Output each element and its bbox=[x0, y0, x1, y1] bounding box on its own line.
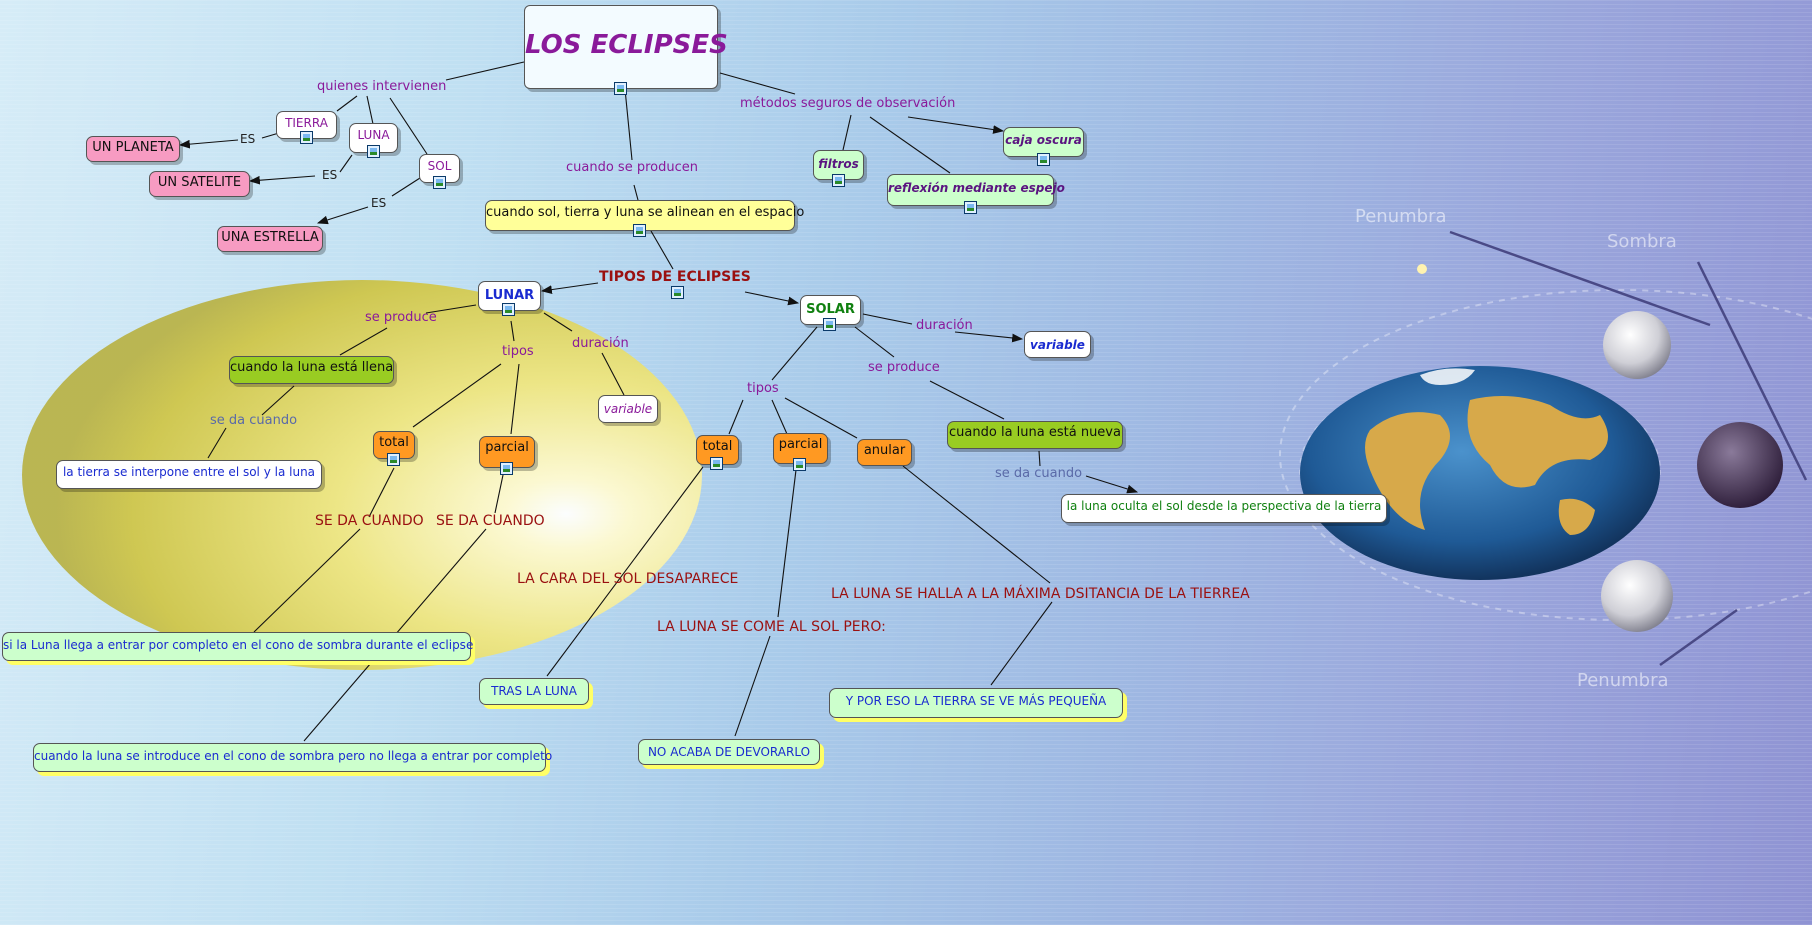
link-es-satelite: ES bbox=[322, 168, 338, 182]
node-tierra-interpone-label: la tierra se interpone entre el sol y la… bbox=[62, 465, 316, 479]
link-se-da-cuando-lunar: se da cuando bbox=[210, 413, 298, 428]
node-caja-oscura[interactable]: caja oscura bbox=[1003, 127, 1084, 157]
node-tierra-label: TIERRA bbox=[285, 116, 328, 130]
node-parcial-lunar-label: parcial bbox=[485, 440, 529, 455]
node-parcial-solar-label: parcial bbox=[778, 437, 823, 452]
earth-illustration bbox=[1279, 289, 1812, 621]
node-total-solar-label: total bbox=[702, 439, 733, 454]
node-mas-pequena-label: Y POR ESO LA TIERRA SE VE MÁS PEQUEÑA bbox=[845, 694, 1107, 708]
node-solar-label: SOLAR bbox=[806, 302, 855, 317]
image-icon[interactable] bbox=[710, 457, 723, 470]
page-title: LOS ECLIPSES bbox=[525, 30, 728, 60]
node-luna-llena-label: cuando la luna está llena bbox=[230, 360, 394, 375]
node-variable-lunar-label: variable bbox=[603, 402, 653, 416]
node-alinean-label: cuando sol, tierra y luna se alinean en … bbox=[486, 205, 805, 220]
resource-icon[interactable] bbox=[614, 82, 627, 95]
resource-icon[interactable] bbox=[502, 303, 515, 316]
link-tipos-de-eclipses: TIPOS DE ECLIPSES bbox=[599, 269, 751, 285]
heading-come-sol: LA LUNA SE COME AL SOL PERO: bbox=[657, 619, 886, 635]
node-filtros[interactable]: filtros bbox=[813, 150, 864, 180]
node-tras-la-luna-label: TRAS LA LUNA bbox=[491, 684, 577, 698]
node-reflexion-espejo-label: reflexión mediante espejo bbox=[888, 181, 1065, 195]
node-cono-parcial-label: cuando la luna se introduce en el cono d… bbox=[34, 749, 553, 763]
link-tipos-lunar: tipos bbox=[502, 344, 534, 359]
node-una-estrella[interactable]: UNA ESTRELLA bbox=[217, 226, 323, 252]
node-mas-pequena[interactable]: Y POR ESO LA TIERRA SE VE MÁS PEQUEÑA bbox=[829, 688, 1123, 718]
heading-maxima-distancia: LA LUNA SE HALLA A LA MÁXIMA DSITANCIA D… bbox=[831, 586, 1250, 602]
node-luna-oculta[interactable]: la luna oculta el sol desde la perspecti… bbox=[1061, 494, 1387, 523]
image-icon[interactable] bbox=[500, 462, 513, 475]
node-tierra-interpone[interactable]: la tierra se interpone entre el sol y la… bbox=[56, 460, 322, 489]
node-una-estrella-label: UNA ESTRELLA bbox=[221, 230, 319, 245]
link-es-planeta: ES bbox=[240, 132, 256, 146]
link-quienes-intervienen: quienes intervienen bbox=[317, 79, 447, 94]
node-un-planeta-label: UN PLANETA bbox=[92, 140, 174, 155]
node-lunar-label: LUNAR bbox=[484, 288, 535, 303]
node-caja-oscura-label: caja oscura bbox=[1005, 133, 1082, 147]
penumbra-label-top: Penumbra bbox=[1355, 206, 1447, 227]
node-reflexion-espejo[interactable]: reflexión mediante espejo bbox=[887, 174, 1065, 206]
node-anular[interactable]: anular bbox=[857, 439, 912, 466]
image-icon[interactable] bbox=[1037, 153, 1050, 166]
sun-illustration bbox=[22, 280, 702, 670]
node-variable-solar[interactable]: variable bbox=[1024, 331, 1091, 358]
link-es-estrella: ES bbox=[371, 196, 387, 210]
heading-cara-sol: LA CARA DEL SOL DESAPARECE bbox=[517, 571, 739, 587]
image-icon[interactable] bbox=[367, 145, 380, 158]
title-node[interactable]: LOS ECLIPSES bbox=[524, 5, 728, 89]
image-icon[interactable] bbox=[671, 286, 684, 299]
link-cuando-se-producen: cuando se producen bbox=[566, 160, 698, 175]
link-duracion-solar: duración bbox=[916, 318, 973, 333]
node-no-acaba[interactable]: NO ACABA DE DEVORARLO bbox=[638, 739, 820, 765]
node-filtros-label: filtros bbox=[818, 157, 859, 171]
node-cono-parcial[interactable]: cuando la luna se introduce en el cono d… bbox=[33, 743, 553, 772]
node-sol-label: SOL bbox=[427, 159, 452, 173]
node-luna-oculta-label: la luna oculta el sol desde la perspecti… bbox=[1066, 499, 1382, 513]
resource-icon[interactable] bbox=[823, 318, 836, 331]
link-tipos-solar: tipos bbox=[747, 381, 779, 396]
node-tras-la-luna[interactable]: TRAS LA LUNA bbox=[479, 678, 589, 705]
node-parcial-lunar[interactable]: parcial bbox=[479, 436, 535, 468]
node-cono-completo-label: si la Luna llega a entrar por completo e… bbox=[3, 638, 474, 652]
node-anular-label: anular bbox=[863, 443, 906, 458]
sombra-label: Sombra bbox=[1607, 231, 1677, 252]
penumbra-label-bottom: Penumbra bbox=[1577, 670, 1669, 691]
node-no-acaba-label: NO ACABA DE DEVORARLO bbox=[647, 745, 811, 759]
heading-se-da-cuando-1: SE DA CUANDO bbox=[315, 513, 424, 529]
node-un-planeta[interactable]: UN PLANETA bbox=[86, 136, 180, 162]
image-icon[interactable] bbox=[832, 174, 845, 187]
node-luna-label: LUNA bbox=[357, 128, 390, 142]
image-icon[interactable] bbox=[433, 176, 446, 189]
node-variable-solar-label: variable bbox=[1030, 338, 1085, 352]
node-cono-completo[interactable]: si la Luna llega a entrar por completo e… bbox=[2, 632, 474, 661]
link-se-produce-lunar: se produce bbox=[365, 310, 437, 325]
heading-se-da-cuando-2: SE DA CUANDO bbox=[436, 513, 545, 529]
node-luna-llena[interactable]: cuando la luna está llena bbox=[229, 356, 394, 384]
node-luna-nueva-label: cuando la luna está nueva bbox=[949, 425, 1121, 440]
node-luna-nueva[interactable]: cuando la luna está nueva bbox=[947, 421, 1123, 449]
node-variable-lunar[interactable]: variable bbox=[598, 395, 658, 423]
image-icon[interactable] bbox=[793, 458, 806, 471]
link-se-da-cuando-solar: se da cuando bbox=[995, 466, 1083, 481]
link-metodos-observacion: métodos seguros de observación bbox=[740, 96, 956, 111]
node-un-satelite-label: UN SATELITE bbox=[157, 175, 242, 190]
node-un-satelite[interactable]: UN SATELITE bbox=[149, 171, 250, 197]
moon-phases-illustration bbox=[1417, 230, 1808, 667]
node-total-lunar-label: total bbox=[379, 435, 409, 450]
node-total-lunar[interactable]: total bbox=[373, 431, 415, 459]
link-se-produce-solar: se produce bbox=[868, 360, 940, 375]
image-icon[interactable] bbox=[964, 201, 977, 214]
resource-icon[interactable] bbox=[633, 224, 646, 237]
image-icon[interactable] bbox=[387, 453, 400, 466]
image-icon[interactable] bbox=[300, 131, 313, 144]
link-duracion-lunar: duración bbox=[572, 336, 629, 351]
node-parcial-solar[interactable]: parcial bbox=[773, 433, 828, 464]
node-lunar[interactable]: LUNAR bbox=[478, 281, 541, 311]
